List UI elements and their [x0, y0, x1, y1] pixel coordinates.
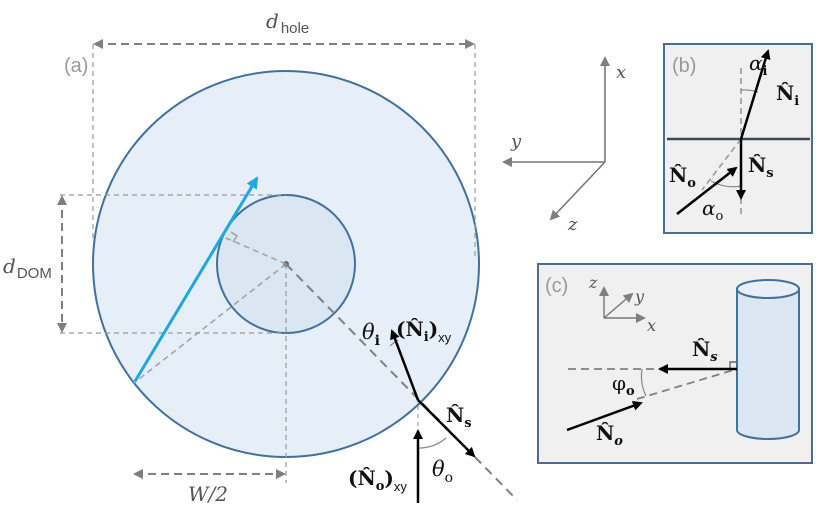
w-half-label: W/2	[188, 482, 228, 506]
axis-z-line	[549, 161, 606, 221]
axis-y-label: y	[510, 131, 522, 152]
panel-c-axis-y-label: y	[634, 287, 645, 306]
n-o-xy-label: (N̂o)xy	[348, 466, 407, 494]
panel-c-axis-x-label: x	[647, 316, 656, 335]
axes-3d: x y z	[502, 56, 626, 235]
theta-i-label: θi	[362, 320, 380, 349]
panel-b-n-i-arrow	[739, 49, 771, 140]
panel-b-n-o-arrow	[676, 166, 738, 215]
alpha-o-label: αo	[702, 196, 724, 224]
alpha-o-arc	[710, 180, 742, 188]
alpha-i-label: αi	[749, 51, 768, 79]
alpha-i-arc	[740, 89, 759, 93]
center-to-entry-dashed	[133, 263, 287, 384]
panel-c-incident-dashed	[636, 368, 738, 400]
theta-o-label: θo	[432, 457, 453, 486]
cylinder-top	[736, 279, 800, 299]
n-s-arrow	[417, 399, 476, 458]
panel-c-tag: (c)	[545, 275, 568, 297]
panel-c-n-s-label: N̂s	[692, 337, 718, 365]
panel-c-axis-z-label: z	[588, 273, 598, 292]
panel-a-tag: (a)	[64, 55, 88, 77]
panel-c: (c) z y x N̂s φo N̂o	[537, 263, 813, 464]
perp-dashed	[225, 237, 287, 265]
right-angle-mark	[230, 231, 239, 243]
panel-b-n-o-label: N̂o	[669, 163, 696, 191]
panel-b-n-s-label: N̂s	[748, 153, 774, 181]
n-i-xy-arrow	[390, 329, 420, 401]
phi-o-label: φo	[612, 371, 635, 399]
panel-b-n-i-label: N̂i	[776, 81, 799, 109]
panel-c-right-angle	[729, 361, 737, 369]
axis-x-label: x	[616, 62, 626, 83]
n-i-xy-label: (N̂i)xy	[396, 317, 452, 345]
panel-b: (b) αi N̂i N̂o N̂s αo	[663, 43, 813, 234]
n-s-label: N̂s	[446, 403, 472, 431]
theta-o-arc	[417, 437, 447, 449]
d-dom-label: dDOM	[3, 254, 52, 282]
panel-c-n-o-label: N̂o	[596, 421, 623, 449]
axis-z-label: z	[567, 214, 578, 235]
phi-o-arc	[640, 368, 647, 397]
normal-dashed	[285, 263, 518, 501]
panel-c-axis-y	[603, 292, 634, 319]
cylinder-body	[736, 288, 800, 440]
panel-b-tag: (b)	[672, 55, 696, 77]
panel-c-n-o-arrow	[566, 401, 643, 432]
panel-b-continuation	[701, 138, 742, 191]
blue-ray	[132, 176, 259, 384]
